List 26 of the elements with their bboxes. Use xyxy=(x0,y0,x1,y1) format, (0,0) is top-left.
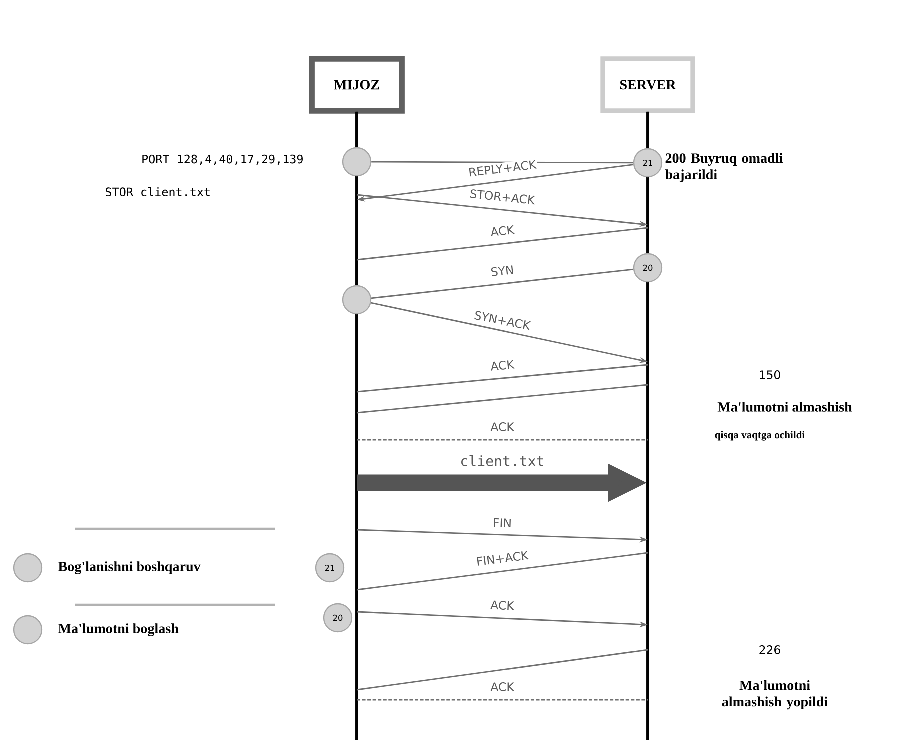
port-circle xyxy=(342,147,372,177)
edge-label: STOR+ACK xyxy=(468,188,537,206)
status-text: Ma'lumotni almashish xyxy=(718,402,852,412)
participant-box: MIJOZ xyxy=(309,56,405,114)
command-text: STOR client.txt xyxy=(106,187,210,197)
edge-label: ACK xyxy=(489,358,516,372)
edge-label: client.txt xyxy=(459,454,546,468)
edge-label: FIN+ACK xyxy=(474,549,530,568)
edge-label: ACK xyxy=(488,224,516,238)
edge-label: SYN+ACK xyxy=(472,309,533,332)
status-code: 226 xyxy=(760,646,780,654)
command-text: PORT 128,4,40,17,29,139 xyxy=(142,154,303,166)
edge-label: ACK xyxy=(490,681,516,693)
edge-label: REPLY+ACK xyxy=(466,158,538,178)
status-code: 150 xyxy=(760,370,780,380)
participant-box: SERVER xyxy=(600,56,696,114)
port-circle xyxy=(342,285,372,315)
edge-label: ACK xyxy=(490,421,516,433)
status-text: qisqa vaqtga ochildi xyxy=(715,431,805,441)
legend-text: Ma'lumotni boglash xyxy=(58,624,179,636)
legend-text: Bog'lanishni boshqaruv xyxy=(58,562,201,574)
edge-label: FIN xyxy=(492,517,514,529)
edge-label: SYN xyxy=(489,264,516,278)
edge-label: ACK xyxy=(489,599,516,612)
status-text: Ma'lumotni almashish yopildi xyxy=(722,680,828,710)
status-text: 200 Buyruq omadli bajarildi xyxy=(665,153,783,182)
